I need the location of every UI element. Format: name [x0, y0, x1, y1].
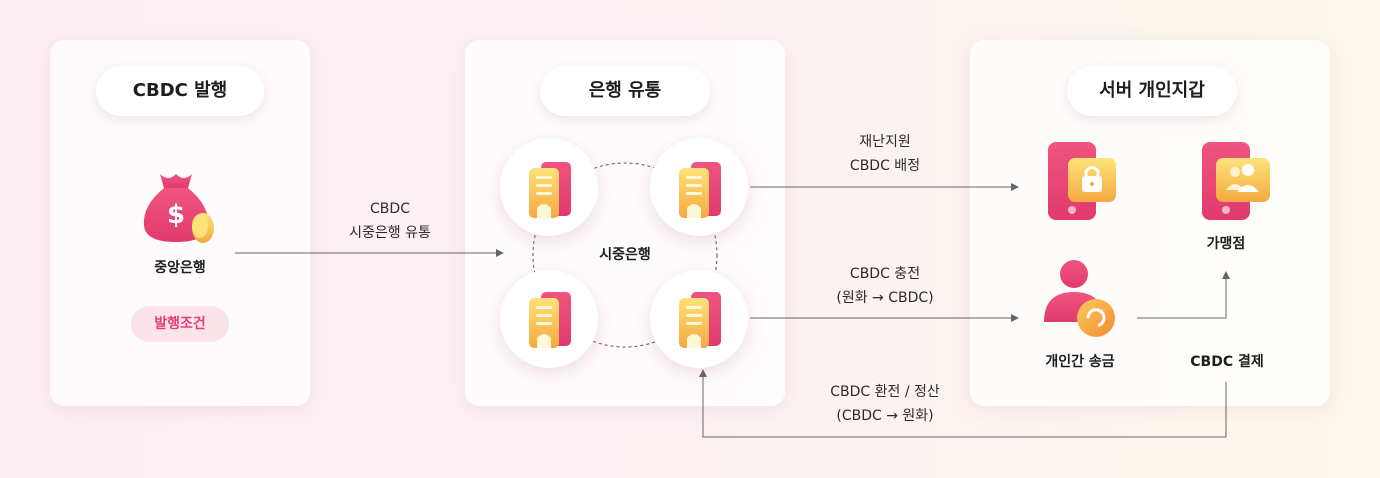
exchange-label: CBDC 환전 / 정산 (CBDC → 원화): [830, 384, 940, 424]
arrow-payment-to-merchant: [1137, 271, 1230, 319]
bank-title: 은행 유통: [540, 66, 710, 116]
bank-network-ring: [532, 162, 718, 348]
bank-building-icon: [529, 162, 571, 218]
merchant-label: 가맹점: [1206, 236, 1246, 252]
arrow-exchange-settlement: [699, 369, 1227, 438]
wallet-panel: 서버 개인지갑: [970, 40, 1330, 406]
cbdc-payment-label: CBDC 결제: [1190, 354, 1264, 370]
central-bank-label: 중앙은행: [154, 260, 206, 276]
circulate-label: CBDC 시중은행 유통: [349, 201, 431, 241]
phone-lock-icon: [1048, 142, 1116, 220]
p2p-transfer-label: 개인간 송금: [1045, 354, 1115, 370]
issuance-panel: CBDC 발행: [50, 40, 310, 406]
money-bag-icon: $: [143, 174, 214, 243]
user-refresh-icon: [1044, 260, 1115, 337]
bank-building-icon: [679, 292, 721, 348]
charge-label: CBDC 충전 (원화 → CBDC): [836, 266, 934, 306]
wallet-title: 서버 개인지갑: [1067, 66, 1237, 116]
issuance-condition-badge: 발행조건: [131, 306, 229, 342]
bank-building-icon: [679, 162, 721, 218]
issuance-title: CBDC 발행: [96, 66, 264, 116]
svg-text:$: $: [167, 200, 185, 230]
phone-user-icon: [1202, 142, 1270, 220]
bank-building-icon: [529, 292, 571, 348]
commercial-bank-label: 시중은행: [599, 247, 651, 263]
allocate-label: 재난지원 CBDC 배정: [849, 134, 921, 174]
